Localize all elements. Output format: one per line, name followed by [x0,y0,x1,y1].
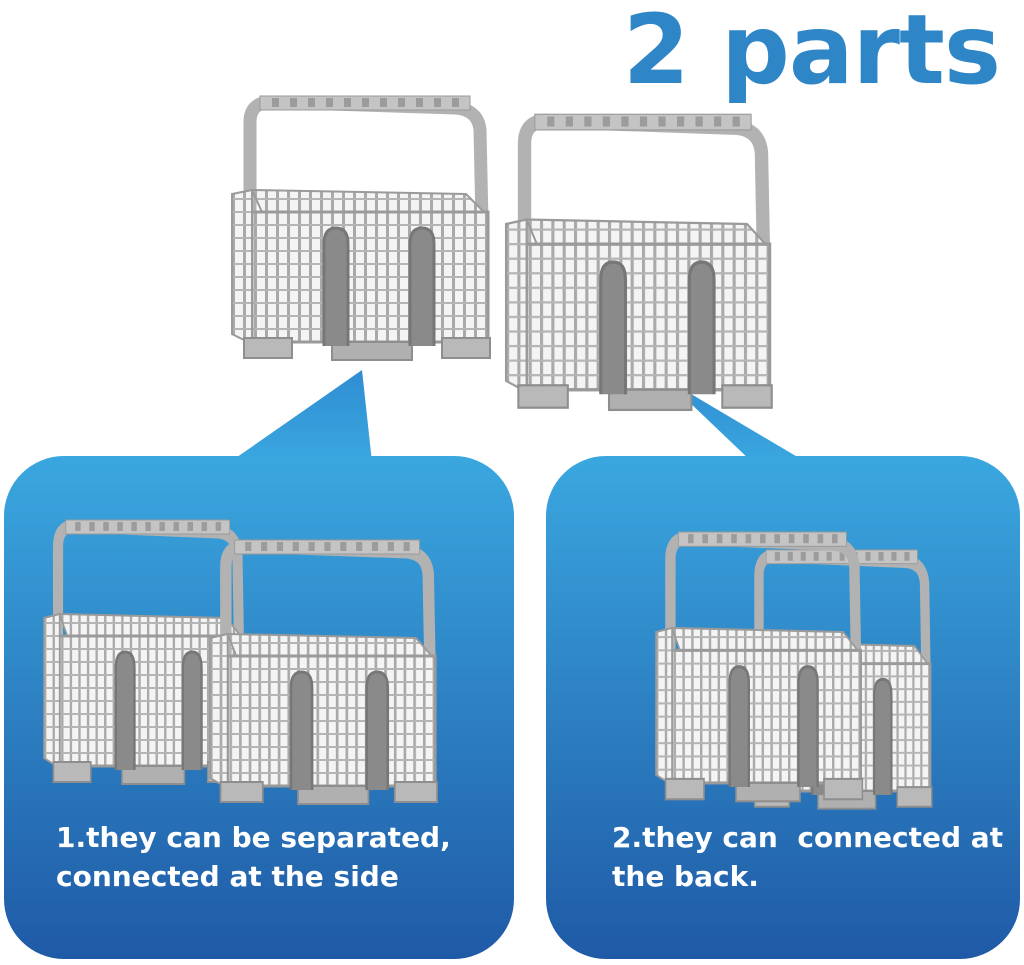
callout-arrow-right [664,378,806,462]
basket-top-left [232,96,490,360]
caption-side-connection: 1.they can be separated, connected at th… [56,818,451,896]
caption-line: 2.they can connected at [612,821,1004,854]
basket-top-right [506,114,772,410]
callout-arrow-left [230,370,372,462]
headline-2-parts: 2 parts [622,0,1001,106]
caption-back-connection: 2.they can connected at the back. [612,818,1003,896]
caption-line: 1.they can be separated, [56,821,451,854]
caption-line: the back. [612,860,759,893]
caption-line: connected at the side [56,860,399,893]
